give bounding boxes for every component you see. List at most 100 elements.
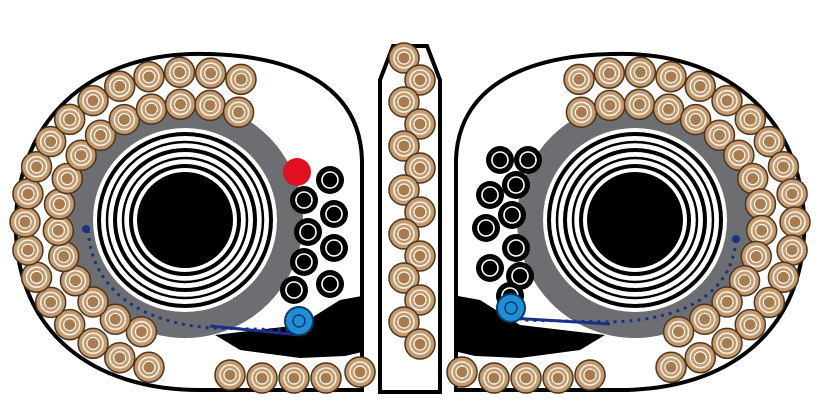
right-outer-round xyxy=(776,178,808,210)
black-rounds-group xyxy=(280,146,542,310)
right-inner-round xyxy=(723,139,755,171)
right-outer-round xyxy=(655,351,687,384)
left-inner-round xyxy=(125,315,158,348)
bottom-round xyxy=(542,362,574,394)
column-round xyxy=(388,306,420,338)
right-outer-round xyxy=(655,60,687,93)
left-outer-round xyxy=(53,308,86,341)
left-black-round xyxy=(316,166,344,194)
follower-path-group xyxy=(82,225,740,337)
right-outer-round xyxy=(753,286,786,319)
right-inner-round xyxy=(703,119,736,152)
red-last-round-marker xyxy=(283,158,311,186)
column-round xyxy=(404,240,436,272)
right-outer-round xyxy=(684,70,717,103)
right-path-end xyxy=(732,235,740,243)
right-inner-round xyxy=(662,315,695,348)
left-inner-round xyxy=(84,119,117,152)
left-outer-round xyxy=(194,57,227,89)
right-inner-round xyxy=(688,303,721,336)
right-black-round xyxy=(476,254,504,282)
left-inner-round xyxy=(51,162,84,195)
left-black-round xyxy=(320,200,348,228)
left-black-round xyxy=(294,218,322,246)
left-path-end xyxy=(82,225,90,233)
right-inner-round xyxy=(594,89,626,122)
right-black-round xyxy=(502,234,530,262)
left-inner-round xyxy=(194,89,226,122)
right-blue-roller xyxy=(496,293,526,323)
left-spring-ring xyxy=(105,140,265,300)
spring-group xyxy=(97,132,723,308)
right-spring-ring xyxy=(579,164,691,276)
right-outer-round xyxy=(711,327,743,360)
left-black-round xyxy=(320,234,348,262)
right-spring-ring xyxy=(563,148,707,292)
right-drum-hub xyxy=(587,172,683,268)
column-round xyxy=(388,262,420,294)
right-inner-round xyxy=(711,286,743,318)
right-follower-path xyxy=(519,239,738,324)
left-drum-hub xyxy=(137,172,233,268)
column-round xyxy=(388,218,420,250)
right-outer-round xyxy=(563,63,595,96)
left-spring-ring xyxy=(97,132,273,308)
bottom-round xyxy=(278,362,310,394)
column-round xyxy=(404,328,436,360)
bottom-round xyxy=(574,359,606,391)
left-inner-round xyxy=(222,96,255,129)
bottom-round xyxy=(344,356,376,388)
left-inner-round xyxy=(42,214,75,247)
right-inner-round xyxy=(745,214,778,247)
left-black-round xyxy=(280,276,308,304)
left-inner-round xyxy=(99,303,132,336)
right-black-round xyxy=(498,201,526,229)
left-outer-round xyxy=(34,286,67,319)
left-inner-round xyxy=(77,286,109,318)
right-spring-ring xyxy=(571,156,699,284)
left-outer-round xyxy=(20,261,53,293)
column-round xyxy=(388,86,420,118)
right-spring-ring xyxy=(547,132,723,308)
right-black-round xyxy=(502,171,530,199)
column-round xyxy=(388,130,420,162)
right-outer-round xyxy=(734,103,767,136)
left-outer-round xyxy=(20,151,53,183)
column-round xyxy=(388,42,420,74)
left-outer-round xyxy=(103,70,136,103)
right-follower-cable xyxy=(509,316,611,326)
left-outer-round xyxy=(103,341,136,374)
left-black-round xyxy=(290,248,318,276)
column-round xyxy=(388,174,420,206)
right-black-round xyxy=(486,146,514,174)
column-round xyxy=(404,284,436,316)
left-outer-round xyxy=(34,125,67,158)
left-follower-path xyxy=(86,229,291,332)
bottom-round xyxy=(446,356,478,388)
left-spring-ring xyxy=(121,156,249,284)
right-inner-round xyxy=(736,162,769,195)
left-outer-round xyxy=(9,206,41,238)
left-outer-round xyxy=(77,327,109,360)
left-inner-round xyxy=(65,139,97,171)
left-inner-round xyxy=(43,188,76,220)
right-black-round xyxy=(514,146,542,174)
right-spring-ring xyxy=(555,140,715,300)
column-round xyxy=(404,152,436,184)
right-outer-round xyxy=(624,56,657,89)
right-inner-round xyxy=(744,188,777,220)
left-spring-ring xyxy=(129,164,241,276)
left-blue-roller xyxy=(284,306,314,336)
left-outer-round xyxy=(225,63,257,96)
right-inner-round xyxy=(728,264,761,297)
bottom-round xyxy=(478,362,510,394)
left-inner-round xyxy=(47,240,80,273)
column-round xyxy=(404,108,436,140)
right-inner-round xyxy=(565,96,598,129)
right-inner-round xyxy=(623,88,656,121)
left-outer-round xyxy=(12,178,44,210)
right-outer-round xyxy=(767,151,800,183)
right-inner-round xyxy=(652,93,685,125)
